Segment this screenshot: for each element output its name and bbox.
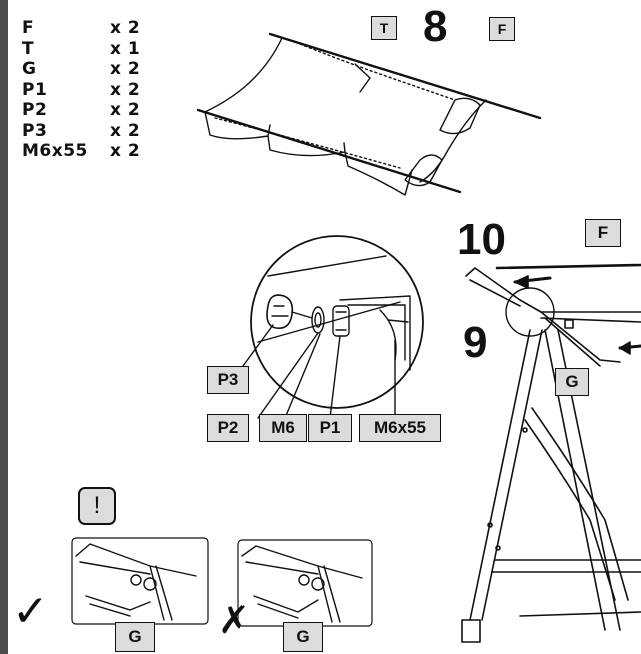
side-stripe	[0, 0, 8, 654]
incorrect-detail-drawing	[237, 539, 373, 627]
label-g-right: G	[555, 368, 589, 396]
detail-circle-drawing	[242, 235, 424, 419]
frame-drawing	[461, 263, 641, 643]
step-number-10: 10	[457, 215, 506, 264]
label-p3: P3	[207, 366, 249, 394]
label-f-right: F	[585, 219, 621, 247]
label-t: T	[371, 16, 397, 40]
canopy-drawing	[196, 32, 542, 196]
step-number-8: 8	[423, 2, 448, 51]
label-m6: M6	[259, 414, 307, 442]
correct-detail-drawing	[71, 537, 209, 625]
warning-icon: !	[78, 487, 116, 525]
label-p1: P1	[308, 414, 352, 442]
cross-icon: ✗	[218, 598, 250, 642]
label-f-top: F	[489, 17, 515, 41]
label-p2: P2	[207, 414, 249, 442]
label-g-correct: G	[115, 622, 155, 652]
label-m6x55: M6x55	[359, 414, 441, 442]
label-g-incorrect: G	[283, 622, 323, 652]
check-icon: ✓	[12, 586, 49, 637]
step-number-9: 9	[463, 318, 488, 367]
